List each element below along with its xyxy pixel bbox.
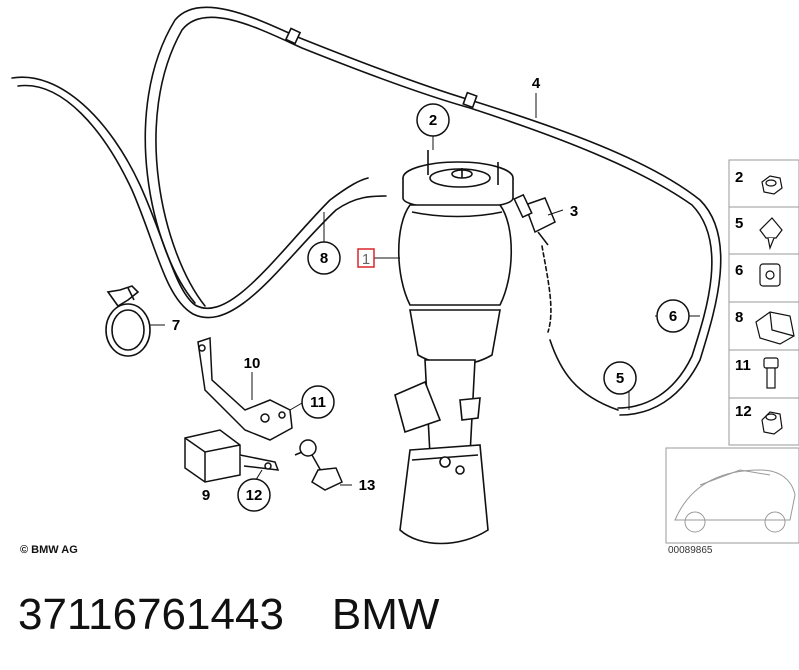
part-caption: 37116761443 BMW (18, 585, 439, 645)
svg-text:10: 10 (244, 355, 261, 372)
bolt-icon (763, 357, 779, 389)
callout-6: 6 (656, 299, 690, 333)
side-parts-list: 2 5 6 8 11 12 (728, 159, 799, 446)
nut-icon (761, 175, 783, 195)
nut-icon (761, 411, 783, 435)
callout-11: 11 (301, 385, 335, 419)
svg-text:2: 2 (429, 112, 437, 129)
sensor-linkage-illustration (294, 439, 343, 491)
connector-icon (755, 311, 795, 345)
callout-4: 4 (532, 75, 541, 92)
air-strut-illustration (394, 150, 514, 545)
clip-icon (759, 217, 783, 251)
air-line-hoses (11, 6, 722, 416)
svg-text:3: 3 (570, 203, 578, 220)
svg-text:1: 1 (362, 251, 370, 268)
part-number: 37116761443 (18, 590, 284, 639)
height-sensor-bracket-illustration (197, 336, 293, 441)
svg-text:11: 11 (310, 394, 326, 411)
callout-5: 5 (603, 361, 637, 395)
side-part-label: 12 (735, 403, 752, 420)
hose-clamp-illustration (105, 285, 151, 357)
callout-12: 12 (237, 478, 271, 512)
callout-2: 2 (416, 103, 450, 137)
callout-8: 8 (307, 241, 341, 275)
svg-text:7: 7 (172, 317, 180, 334)
vehicle-location-thumbnail: 00089865 (665, 447, 799, 556)
valve-illustration (513, 193, 556, 246)
callout-1-highlight: 1 (357, 248, 375, 268)
height-sensor-illustration (184, 429, 280, 483)
side-part-label: 2 (735, 169, 743, 186)
copyright-notice: © BMW AG (20, 544, 78, 556)
svg-text:4: 4 (532, 75, 541, 92)
side-part-label: 8 (735, 309, 743, 326)
parts-diagram: 2 3 4 5 6 7 8 9 10 11 12 13 1 (11, 6, 799, 556)
grommet-icon (759, 263, 781, 287)
callout-13: 13 (359, 477, 376, 494)
svg-text:12: 12 (246, 487, 263, 504)
svg-text:8: 8 (320, 250, 328, 267)
side-part-label: 6 (735, 262, 743, 279)
svg-text:13: 13 (359, 477, 376, 494)
side-part-label: 11 (735, 357, 751, 374)
drawing-number: 00089865 (668, 545, 713, 556)
callout-3: 3 (570, 203, 578, 220)
svg-text:5: 5 (616, 370, 624, 387)
svg-text:6: 6 (669, 308, 677, 325)
brand-name: BMW (331, 590, 440, 639)
callout-7: 7 (172, 317, 180, 334)
svg-text:9: 9 (202, 487, 210, 504)
callout-10: 10 (244, 355, 261, 372)
callout-9: 9 (202, 487, 210, 504)
side-part-label: 5 (735, 215, 743, 232)
